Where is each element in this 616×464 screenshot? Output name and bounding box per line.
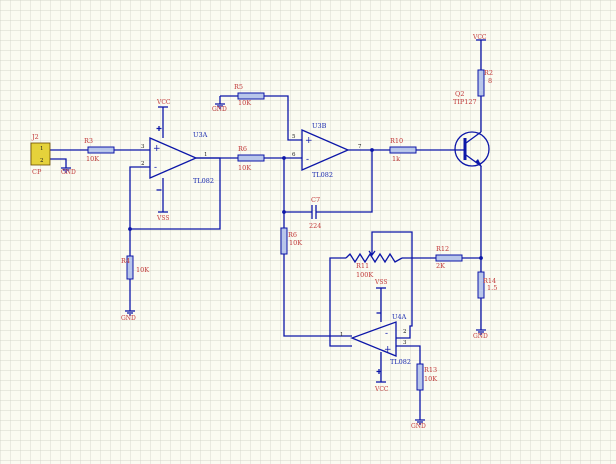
- resistor-ref: R10: [390, 137, 403, 145]
- resistor-ref: R5: [234, 83, 243, 91]
- junctions: [128, 148, 483, 260]
- pin-label: 7: [358, 144, 362, 150]
- opamp-u3b[interactable]: + - 5 6 7 U3B TL082: [292, 122, 362, 179]
- pin-label: 2: [403, 329, 407, 335]
- gnd-symbol-r4: GND: [121, 310, 136, 322]
- potentiometer-r11[interactable]: R11 100K: [345, 248, 403, 279]
- minus-symbol: -: [385, 329, 388, 339]
- resistor-r5[interactable]: R5 10K: [234, 83, 265, 107]
- resistor-value: 1.5: [487, 284, 497, 292]
- opamp-part: TL082: [312, 171, 333, 179]
- vss-label: VSS: [374, 279, 387, 286]
- resistor-ref: R6: [238, 145, 247, 153]
- vss-symbol-u3a: VSS: [156, 211, 169, 222]
- resistor-ref: R2: [484, 69, 493, 77]
- connector-pin1: 1: [40, 146, 44, 152]
- gnd-symbol-r5: GND: [212, 103, 227, 113]
- gnd-symbol-r13: GND: [411, 419, 426, 430]
- capacitor-value: 224: [309, 222, 321, 230]
- gnd-label: GND: [411, 423, 426, 430]
- resistor-value: 10K: [136, 266, 149, 274]
- gnd-label: GND: [61, 169, 76, 176]
- opamp-u4a[interactable]: - + 2 3 1 U4A TL082: [340, 312, 411, 374]
- capacitor-c7[interactable]: C7 224: [308, 196, 321, 230]
- resistor-ref: R13: [424, 366, 437, 374]
- gnd-symbol-j2: GND: [61, 167, 76, 176]
- transistor-part: TIP127: [453, 98, 477, 106]
- resistor-value: 2K: [436, 262, 445, 270]
- minus-symbol: -: [154, 163, 157, 173]
- transistor-ref: Q2: [455, 90, 464, 98]
- connector-j2[interactable]: 1 2 J2 CP: [30, 133, 51, 176]
- pin-label: 1: [340, 332, 344, 338]
- resistor-r12[interactable]: R12 2K: [435, 245, 463, 270]
- opamp-u3a[interactable]: + - 3 2 1 U3A TL082: [141, 126, 214, 191]
- pin-label: 1: [204, 152, 208, 158]
- pin-label: 5: [292, 134, 296, 140]
- resistor-value: 10K: [424, 375, 437, 383]
- gnd-symbols: GND GND GND GND GND: [61, 103, 488, 430]
- wires: [50, 40, 482, 420]
- opamp-ref: U4A: [392, 313, 407, 321]
- plus-symbol: +: [153, 144, 161, 154]
- gnd-label: GND: [212, 106, 227, 113]
- plus-symbol: +: [384, 345, 392, 355]
- opamp-ref: U3A: [193, 131, 208, 139]
- pin-label: 2: [141, 161, 145, 167]
- connector-value: CP: [32, 168, 42, 176]
- resistor-value: 10K: [289, 239, 302, 247]
- vcc-symbol-q2: VCC: [472, 34, 487, 41]
- capacitor-ref: C7: [311, 196, 320, 204]
- opamp-ref: U3B: [312, 122, 327, 130]
- vcc-symbol-u3a: VCC: [156, 99, 171, 108]
- pot-ref: R11: [356, 262, 369, 270]
- opamp-part: TL082: [390, 358, 411, 366]
- gnd-label: GND: [473, 333, 488, 340]
- resistor-ref: R14: [483, 277, 496, 285]
- pot-value: 100K: [356, 271, 373, 279]
- resistor-r6[interactable]: R6 10K: [237, 145, 265, 172]
- resistor-value: 8: [488, 77, 492, 85]
- opamp-part: TL082: [193, 177, 214, 185]
- gnd-label: GND: [121, 315, 136, 322]
- connector-pin2: 2: [40, 158, 44, 164]
- resistor-ref: R3: [84, 137, 93, 145]
- gnd-symbol-r14: GND: [473, 329, 488, 340]
- resistor-value: 10K: [86, 155, 99, 163]
- connector-ref: J2: [31, 133, 39, 141]
- resistor-r6-vertical[interactable]: R6 10K: [280, 227, 302, 255]
- pin-label: 3: [141, 144, 145, 150]
- resistor-ref: R12: [436, 245, 449, 253]
- vcc-label: VCC: [472, 34, 487, 41]
- resistor-value: 1k: [392, 155, 400, 163]
- vcc-symbol-u4a: VCC: [374, 381, 389, 393]
- vcc-label: VCC: [374, 386, 389, 393]
- vss-symbol-u4a: VSS: [374, 279, 387, 289]
- pin-label: 3: [403, 340, 407, 346]
- resistor-value: 10K: [238, 99, 251, 107]
- vcc-label: VCC: [156, 99, 171, 106]
- resistor-r14[interactable]: R14 1.5: [477, 271, 497, 299]
- resistor-ref: R4: [121, 257, 130, 265]
- pin-label: 6: [292, 152, 296, 158]
- resistor-r2[interactable]: R2 8: [477, 69, 493, 97]
- vss-label: VSS: [156, 215, 169, 222]
- resistor-r3[interactable]: R3 10K: [84, 137, 115, 163]
- plus-symbol: +: [305, 136, 313, 146]
- resistor-r4[interactable]: R4 10K: [121, 255, 149, 280]
- resistor-value: 10K: [238, 164, 251, 172]
- resistor-r13[interactable]: R13 10K: [416, 363, 437, 391]
- resistor-r10[interactable]: R10 1k: [389, 137, 417, 163]
- minus-symbol: -: [306, 155, 309, 165]
- power-symbols: VCC VSS VCC VSS VCC: [156, 34, 487, 393]
- transistor-q2[interactable]: Q2 TIP127: [444, 90, 490, 167]
- resistor-ref: R6: [288, 231, 297, 239]
